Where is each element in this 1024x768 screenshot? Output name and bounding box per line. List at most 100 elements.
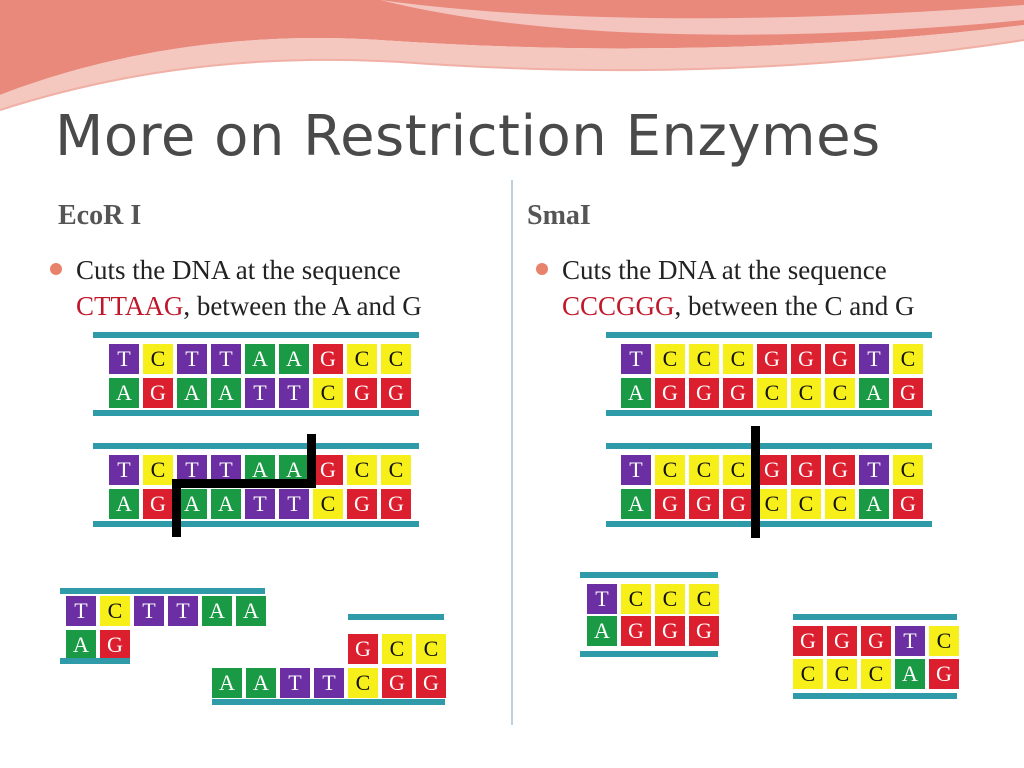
smai-strand2-bottom-base: A [859, 489, 889, 519]
backbone [60, 658, 130, 664]
backbone [793, 614, 957, 620]
cut-line [172, 479, 316, 488]
ecori-strand1-top-base: C [347, 344, 377, 374]
ecori-strand1-bottom-base: G [347, 378, 377, 408]
smai-strand2-bottom-base: C [757, 489, 787, 519]
backbone [60, 588, 265, 594]
smai-fragment-b-top-base: G [861, 626, 891, 656]
smai-fragment-b-bottom-base: C [861, 659, 891, 689]
smai-strand2-bottom-base: G [655, 489, 685, 519]
backbone [606, 410, 932, 416]
backbone [93, 443, 419, 449]
ecori-strand1-bottom-base: A [109, 378, 139, 408]
smai-strand1-bottom-base: C [757, 378, 787, 408]
ecori-fragment-a-bottom-base: G [100, 630, 130, 660]
ecori-strand2-bottom-base: A [211, 489, 241, 519]
ecori-strand1-bottom-base: G [143, 378, 173, 408]
ecori-fragment-a-top-base: T [66, 596, 96, 626]
ecori-strand2-top-base: T [211, 455, 241, 485]
smai-fragment-a-top-base: C [689, 584, 719, 614]
bullet-icon [536, 263, 548, 275]
ecori-fragment-b-top-base: C [416, 634, 446, 664]
ecori-fragment-a-bottom-base: A [66, 630, 96, 660]
ecori-fragment-a-top-base: C [100, 596, 130, 626]
ecori-strand1-top-base: C [381, 344, 411, 374]
ecori-fragment-a-top-base: T [134, 596, 164, 626]
backbone [606, 443, 932, 449]
ecori-strand2-bottom-base: C [313, 489, 343, 519]
smai-strand2-bottom-base: C [825, 489, 855, 519]
ecori-strand1-top-base: T [109, 344, 139, 374]
ecori-strand1-top-base: C [143, 344, 173, 374]
smai-strand2-top-base: T [859, 455, 889, 485]
right-bullet-sequence: CCCGGG [562, 291, 675, 321]
backbone [212, 699, 445, 705]
smai-strand2-top-base: G [757, 455, 787, 485]
smai-strand1-bottom-base: A [859, 378, 889, 408]
ecori-strand1-bottom-base: T [245, 378, 275, 408]
smai-strand2-bottom-base: G [893, 489, 923, 519]
cut-line [751, 426, 760, 538]
ecori-fragment-b-bottom-base: C [348, 668, 378, 698]
ecori-strand2-bottom-base: T [279, 489, 309, 519]
smai-strand1-top-base: G [825, 344, 855, 374]
ecori-strand1-top-base: T [177, 344, 207, 374]
ecori-strand2-top-base: C [143, 455, 173, 485]
left-bullet-rest: , between the A and G [183, 291, 422, 321]
ecori-fragment-b-top-base: G [348, 634, 378, 664]
smai-fragment-a-top-base: C [621, 584, 651, 614]
smai-strand2-bottom-base: A [621, 489, 651, 519]
smai-strand2-top-base: C [689, 455, 719, 485]
ecori-fragment-b-bottom-base: A [212, 668, 242, 698]
smai-strand1-top-base: G [757, 344, 787, 374]
smai-fragment-b-top-base: C [929, 626, 959, 656]
right-bullet-rest: , between the C and G [674, 291, 915, 321]
smai-strand1-bottom-base: G [655, 378, 685, 408]
smai-strand2-top-base: G [825, 455, 855, 485]
left-bullet-sequence: CTTAAG [76, 291, 184, 321]
ecori-strand1-bottom-base: T [279, 378, 309, 408]
ecori-fragment-a-top-base: T [168, 596, 198, 626]
ecori-strand2-bottom-base: G [347, 489, 377, 519]
smai-strand2-bottom-base: G [689, 489, 719, 519]
backbone [348, 614, 444, 620]
ecori-strand1-top-base: A [245, 344, 275, 374]
smai-strand2-bottom-base: C [791, 489, 821, 519]
smai-fragment-a-top-base: C [655, 584, 685, 614]
smai-fragment-a-bottom-base: G [689, 616, 719, 646]
left-bullet-text: Cuts the DNA at the sequence CTTAAG, bet… [50, 252, 422, 324]
smai-fragment-b-bottom-base: C [793, 659, 823, 689]
ecori-fragment-b-bottom-base: T [314, 668, 344, 698]
smai-strand2-top-base: T [621, 455, 651, 485]
smai-strand1-top-base: T [621, 344, 651, 374]
ecori-fragment-b-bottom-base: A [246, 668, 276, 698]
ecori-strand2-bottom-base: G [143, 489, 173, 519]
ecori-strand2-top-base: T [109, 455, 139, 485]
right-heading: SmaI [527, 200, 591, 231]
ecori-fragment-a-top-base: A [236, 596, 266, 626]
smai-strand1-bottom-base: C [825, 378, 855, 408]
ecori-strand1-top-base: A [279, 344, 309, 374]
smai-strand2-top-base: C [655, 455, 685, 485]
decorative-banner [0, 0, 1024, 111]
smai-strand1-top-base: C [893, 344, 923, 374]
smai-strand1-bottom-base: G [723, 378, 753, 408]
ecori-fragment-b-bottom-base: G [416, 668, 446, 698]
smai-fragment-a-bottom-base: G [621, 616, 651, 646]
backbone [93, 332, 419, 338]
cut-line [307, 434, 316, 487]
smai-strand1-bottom-base: G [893, 378, 923, 408]
ecori-fragment-b-bottom-base: G [382, 668, 412, 698]
smai-strand1-top-base: C [689, 344, 719, 374]
slide-title: More on Restriction Enzymes [55, 104, 881, 169]
bullet-icon [50, 263, 62, 275]
backbone [606, 332, 932, 338]
ecori-strand1-top-base: T [211, 344, 241, 374]
smai-strand1-top-base: T [859, 344, 889, 374]
backbone [606, 521, 932, 527]
ecori-strand1-bottom-base: C [313, 378, 343, 408]
smai-strand1-top-base: G [791, 344, 821, 374]
ecori-strand2-bottom-base: A [177, 489, 207, 519]
backbone [93, 521, 419, 527]
column-divider [511, 180, 513, 725]
